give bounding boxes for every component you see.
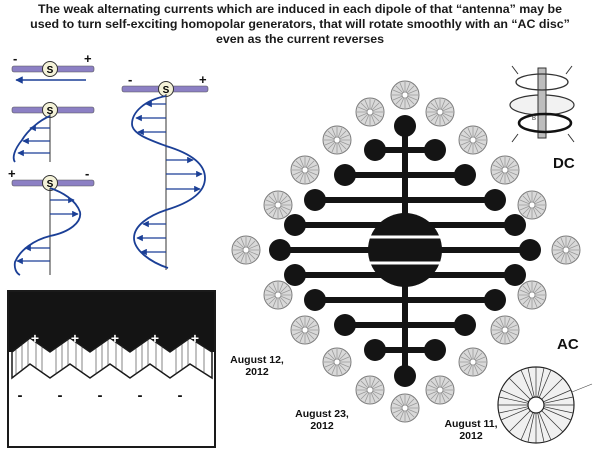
title-line-1: The weak alternating currents which are … (38, 2, 562, 16)
dipole-1: S - + (11, 51, 95, 84)
current-wave (131, 95, 206, 269)
current-wave (12, 115, 51, 163)
dc-ring-top (515, 73, 569, 91)
generator-label: S (47, 179, 54, 190)
title-line-3: even as the current reverses (215, 32, 385, 46)
plus-sign: + (8, 166, 16, 181)
dc-label: DC (553, 155, 575, 172)
minus-sign: - (178, 387, 183, 404)
dipole-2: S (11, 102, 95, 163)
minus-sign: - (128, 72, 132, 87)
current-wave (13, 187, 82, 276)
disc-gaps (369, 235, 441, 265)
date-label-1: August 12, 2012 (230, 354, 284, 378)
dc-b-label: B (532, 116, 536, 122)
dipole-full-wave: S - + (121, 72, 209, 270)
date-label-2: August 23, 2012 (295, 408, 349, 432)
generator-symbol (42, 61, 58, 77)
minus-sign: - (58, 387, 63, 404)
plus-sign: + (191, 330, 199, 346)
title-line-2: used to turn self-exciting homopolar gen… (30, 17, 570, 31)
zigzag-panel: + + + + + - - - - - (7, 290, 216, 448)
minus-sign: - (85, 166, 89, 181)
zigzag-hatching (15, 339, 205, 375)
minus-sign: - (138, 387, 143, 404)
plus-sign: + (111, 330, 119, 346)
dc-shaft (537, 67, 547, 139)
dc-generator-sketch: B (509, 65, 575, 143)
minus-sign: - (98, 387, 103, 404)
plus-sign: + (31, 330, 39, 346)
figure-title: The weak alternating currents which are … (14, 2, 586, 47)
ac-disc-hub (527, 396, 545, 414)
generator-label: S (47, 65, 54, 76)
ac-callout (571, 383, 593, 393)
plus-sign: + (84, 51, 92, 66)
minus-sign: - (18, 387, 23, 404)
array-balls (269, 115, 541, 387)
plus-sign: + (151, 330, 159, 346)
minus-sign: - (13, 51, 17, 66)
ac-disc-detail (497, 366, 593, 444)
plus-sign: + (199, 72, 207, 87)
dc-coil (517, 112, 573, 134)
antenna-array (231, 80, 581, 423)
date-label-3: August 11, 2012 (444, 418, 498, 442)
field-arrows (511, 65, 575, 143)
ac-label: AC (557, 336, 579, 353)
dipole-3: S + - (8, 166, 95, 276)
array-rungs (280, 147, 530, 353)
generator-label: S (47, 106, 54, 117)
plus-sign: + (71, 330, 79, 346)
generator-label: S (163, 85, 170, 96)
